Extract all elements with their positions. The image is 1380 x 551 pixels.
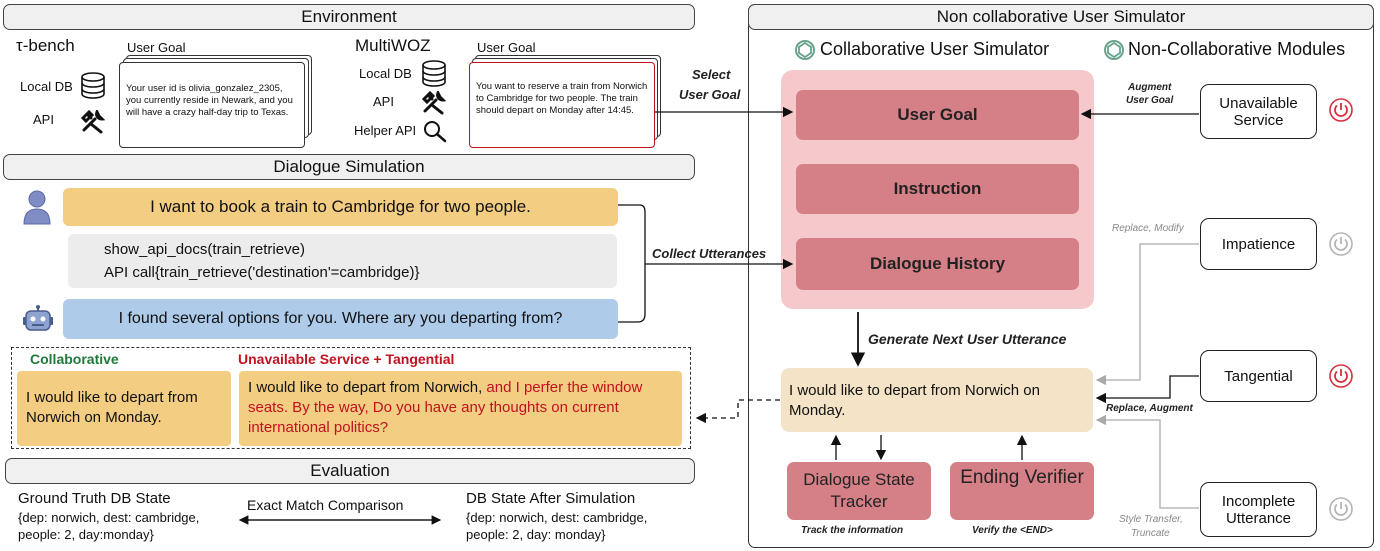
environment-header: Environment <box>3 4 695 30</box>
collab-sim-title: Collaborative User Simulator <box>820 39 1050 59</box>
tools-icon <box>422 91 446 115</box>
multiwoz-goal-text: You want to reserve a train from Norwich… <box>476 81 648 116</box>
database-icon <box>422 60 446 87</box>
openai-icon <box>1104 40 1124 60</box>
noncollab-example-red-text: and I perfer the window seats. By the wa… <box>248 379 643 436</box>
tau-api-label: API <box>33 112 54 127</box>
noncollab-modules-title: Non-Collaborative Modules <box>1128 39 1346 59</box>
augment-goal-label-2: User Goal <box>1126 95 1174 106</box>
tools-icon <box>81 110 105 134</box>
collaborative-label: Collaborative <box>30 351 119 367</box>
multiwoz-title: MultiWOZ <box>355 36 431 55</box>
multiwoz-goal-card: You want to reserve a train from Norwich… <box>469 62 655 148</box>
instruction-box: Instruction <box>796 164 1079 214</box>
collect-utterances-label: Collect Utterances <box>652 246 767 261</box>
replace-modify-label: Replace, Modify <box>1112 223 1184 234</box>
sim-db-line-1: {dep: norwich, dest: cambridge, <box>466 510 648 525</box>
multiwoz-api-label: API <box>373 94 394 109</box>
noncollaborative-example: I would like to depart from Norwich, and… <box>239 371 682 446</box>
tau-goal-card: Your user id is olivia_gonzalez_2305, yo… <box>119 62 305 148</box>
tau-bench-title: τ-bench <box>16 36 75 55</box>
api-call-line-2: API call{train_retrieve('destination'=ca… <box>104 264 420 281</box>
verify-end-label: Verify the <END> <box>972 525 1053 536</box>
robot-avatar-icon <box>23 305 53 331</box>
impatience-module: Impatience <box>1200 218 1317 270</box>
next-utterance-box: I would like to depart from Norwich on M… <box>781 368 1093 432</box>
replace-augment-label: Replace, Augment <box>1106 403 1193 414</box>
simulator-header: Non collaborative User Simulator <box>748 4 1374 30</box>
tangential-label: Tangential <box>1224 367 1293 385</box>
dialogue-state-tracker-box: Dialogue State Tracker <box>787 462 931 520</box>
style-transfer-label-1: Style Transfer, <box>1119 514 1183 525</box>
multiwoz-local-db-label: Local DB <box>359 66 412 81</box>
power-on-icon <box>1329 364 1353 388</box>
bot-message-bubble: I found several options for you. Where a… <box>63 299 618 339</box>
generate-next-label: Generate Next User Utterance <box>868 331 1067 347</box>
multiwoz-user-goal-label: User Goal <box>477 40 536 55</box>
unavailable-service-module: Unavailable Service <box>1200 84 1317 139</box>
power-off-icon <box>1329 497 1353 521</box>
user-goal-box: User Goal <box>796 90 1079 140</box>
track-info-label: Track the information <box>801 525 904 536</box>
unavailable-tangential-label: Unavailable Service + Tangential <box>238 351 455 367</box>
exact-match-label: Exact Match Comparison <box>247 497 404 513</box>
gt-db-line-2: people: 2, day:monday} <box>18 527 154 542</box>
power-on-icon <box>1329 98 1353 122</box>
incomplete-utterance-label: Incomplete Utterance <box>1221 492 1296 527</box>
user-message-bubble: I want to book a train to Cambridge for … <box>63 188 618 226</box>
augment-goal-label-1: Augment <box>1128 82 1172 93</box>
tau-goal-text: Your user id is olivia_gonzalez_2305, yo… <box>126 83 293 118</box>
select-goal-label-2: User Goal <box>679 87 741 102</box>
user-message-text: I want to book a train to Cambridge for … <box>150 197 531 216</box>
openai-icon <box>795 40 815 60</box>
search-icon <box>424 121 447 143</box>
sim-db-line-2: people: 2, day: monday} <box>466 527 606 542</box>
noncollab-example-text: I would like to depart from Norwich, <box>248 379 483 396</box>
bot-message-text: I found several options for you. Where a… <box>118 310 563 327</box>
unavailable-service-label: Unavailable Service <box>1219 94 1298 129</box>
select-goal-label-1: Select <box>692 67 731 82</box>
dialogue-history-box: Dialogue History <box>796 238 1079 290</box>
power-off-icon <box>1329 232 1353 256</box>
incomplete-utterance-module: Incomplete Utterance <box>1200 482 1317 537</box>
examples-dashed-box <box>11 347 691 449</box>
tangential-module: Tangential <box>1200 350 1317 402</box>
gt-db-title: Ground Truth DB State <box>18 490 171 507</box>
user-avatar-icon <box>23 190 51 225</box>
api-call-bubble: show_api_docs(train_retrieve) API call{t… <box>68 234 617 288</box>
tau-local-db-label: Local DB <box>20 79 73 94</box>
gt-db-line-1: {dep: norwich, dest: cambridge, <box>18 510 200 525</box>
impatience-label: Impatience <box>1221 235 1296 253</box>
tau-user-goal-label: User Goal <box>127 40 186 55</box>
collaborative-example: I would like to depart from Norwich on M… <box>17 371 231 446</box>
next-utterance-text: I would like to depart from Norwich on M… <box>789 382 1040 419</box>
sim-db-title: DB State After Simulation <box>466 490 636 507</box>
dialogue-header: Dialogue Simulation <box>3 154 695 180</box>
ending-verifier-box: Ending Verifier <box>950 462 1094 520</box>
api-call-line-1: show_api_docs(train_retrieve) <box>104 241 305 258</box>
multiwoz-helper-api-label: Helper API <box>354 123 417 138</box>
database-icon <box>81 72 105 99</box>
style-transfer-label-2: Truncate <box>1131 528 1170 539</box>
collaborative-example-text: I would like to depart from Norwich on M… <box>26 389 198 426</box>
evaluation-header: Evaluation <box>5 458 695 484</box>
